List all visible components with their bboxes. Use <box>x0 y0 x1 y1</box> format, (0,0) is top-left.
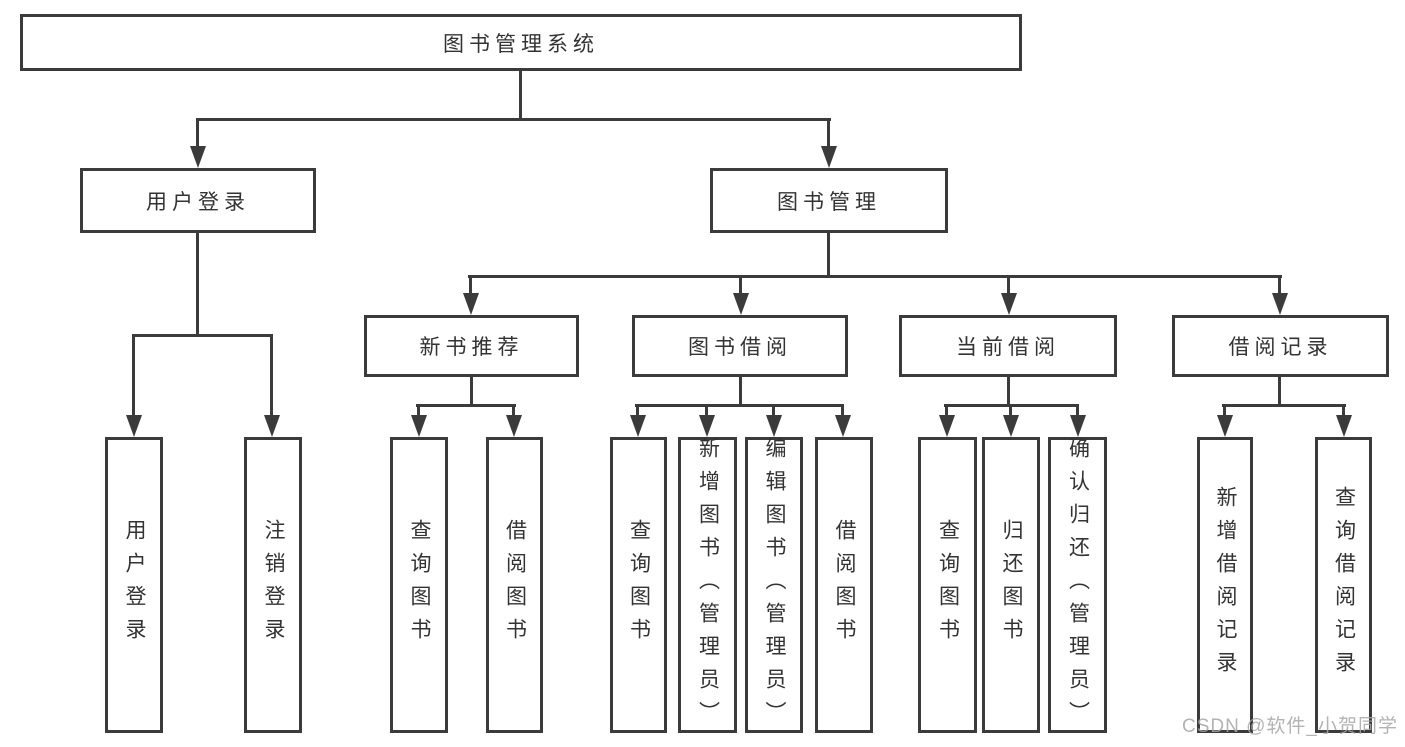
connector-line <box>512 404 515 420</box>
leaf-confirm-return-admin-label: 确认归还（管理员） <box>1066 436 1090 734</box>
leaf-edit-books-admin-label: 编辑图书（管理员） <box>763 436 786 734</box>
connector-line <box>196 233 199 337</box>
arrow-down-icon <box>1336 415 1352 437</box>
connector-line <box>132 334 273 337</box>
connector-line <box>636 404 639 420</box>
connector-line <box>132 334 135 418</box>
leaf-edit-books-admin: 编辑图书（管理员） <box>745 436 803 734</box>
leaf-query-books-recommend-label: 查询图书 <box>408 519 431 651</box>
connector-line <box>705 404 708 420</box>
node-new-book-recommend-label: 新书推荐 <box>419 336 524 359</box>
connector-line <box>1278 275 1281 297</box>
arrow-down-icon <box>835 415 851 437</box>
leaf-borrow-books-recommend: 借阅图书 <box>486 437 543 733</box>
connector-line <box>739 275 742 297</box>
leaf-borrow-books-recommend-label: 借阅图书 <box>503 519 527 651</box>
leaf-return-books-label: 归还图书 <box>1000 519 1023 651</box>
arrow-down-icon <box>264 415 280 437</box>
leaf-query-books-recommend: 查询图书 <box>390 437 448 733</box>
leaf-add-borrow-record-label: 新增借阅记录 <box>1214 486 1237 684</box>
leaf-query-books-current-label: 查询图书 <box>936 519 960 651</box>
connector-line <box>827 118 830 150</box>
arrow-down-icon <box>1217 415 1233 437</box>
connector-line <box>468 275 1282 278</box>
connector-line <box>1007 275 1010 297</box>
connector-line <box>417 404 420 420</box>
connector-line <box>772 404 775 420</box>
connector-line <box>470 377 473 407</box>
node-current-borrow-label: 当前借阅 <box>956 336 1060 359</box>
arrow-down-icon <box>821 146 837 168</box>
node-book-borrow: 图书借阅 <box>632 315 848 377</box>
leaf-borrow-books: 借阅图书 <box>815 437 873 733</box>
arrow-down-icon <box>1003 415 1019 437</box>
connector-line <box>196 118 199 150</box>
node-root-label: 图书管理系统 <box>443 32 599 56</box>
leaf-logout-label: 注销登录 <box>262 519 285 651</box>
connector-line <box>416 404 516 407</box>
connector-line <box>945 404 948 420</box>
node-user-login: 用户登录 <box>80 168 316 233</box>
connector-line <box>1223 404 1226 420</box>
arrow-down-icon <box>463 293 479 315</box>
leaf-query-books-borrow-label: 查询图书 <box>627 519 651 651</box>
arrow-down-icon <box>939 415 955 437</box>
arrow-down-icon <box>766 415 782 437</box>
arrow-down-icon <box>630 415 646 437</box>
node-current-borrow: 当前借阅 <box>899 315 1117 377</box>
arrow-down-icon <box>190 146 206 168</box>
connector-line <box>1076 404 1079 420</box>
arrow-down-icon <box>126 415 142 437</box>
leaf-query-books-current: 查询图书 <box>918 437 977 733</box>
leaf-return-books: 归还图书 <box>982 437 1040 733</box>
connector-line <box>1278 377 1281 407</box>
connector-line <box>1009 404 1012 420</box>
arrow-down-icon <box>411 415 427 437</box>
leaf-query-borrow-record-label: 查询借阅记录 <box>1332 486 1356 684</box>
node-book-management-label: 图书管理 <box>777 190 881 214</box>
connector-line <box>469 275 472 297</box>
arrow-down-icon <box>1070 415 1086 437</box>
connector-line <box>270 334 273 418</box>
arrow-down-icon <box>733 293 749 315</box>
leaf-confirm-return-admin: 确认归还（管理员） <box>1048 436 1107 734</box>
connector-line <box>519 70 522 121</box>
leaf-add-books-admin-label: 新增图书（管理员） <box>696 436 720 734</box>
connector-line <box>635 404 844 407</box>
leaf-user-login-label: 用户登录 <box>123 519 146 651</box>
leaf-user-login: 用户登录 <box>105 437 163 733</box>
leaf-logout: 注销登录 <box>244 437 302 733</box>
connector-line <box>1222 404 1346 407</box>
connector-line <box>1007 377 1010 407</box>
arrow-down-icon <box>1272 293 1288 315</box>
leaf-query-borrow-record: 查询借阅记录 <box>1315 437 1372 733</box>
arrow-down-icon <box>699 415 715 437</box>
arrow-down-icon <box>1001 293 1017 315</box>
node-book-borrow-label: 图书借阅 <box>688 336 792 359</box>
node-root: 图书管理系统 <box>20 14 1022 71</box>
connector-line <box>739 377 742 407</box>
arrow-down-icon <box>506 415 522 437</box>
node-user-login-label: 用户登录 <box>146 190 250 214</box>
connector-line <box>196 118 831 121</box>
node-book-management: 图书管理 <box>710 168 948 233</box>
connector-line <box>1342 404 1345 420</box>
connector-line <box>827 233 830 278</box>
leaf-borrow-books-label: 借阅图书 <box>833 519 856 651</box>
leaf-add-books-admin: 新增图书（管理员） <box>678 436 737 734</box>
connector-line <box>841 404 844 420</box>
leaf-add-borrow-record: 新增借阅记录 <box>1197 437 1253 733</box>
csdn-watermark: CSDN @软件_小贺同学 <box>1182 716 1398 737</box>
leaf-query-books-borrow: 查询图书 <box>610 437 667 733</box>
node-borrow-record-label: 借阅记录 <box>1228 336 1333 359</box>
node-borrow-record: 借阅记录 <box>1172 315 1389 377</box>
node-new-book-recommend: 新书推荐 <box>364 315 579 377</box>
